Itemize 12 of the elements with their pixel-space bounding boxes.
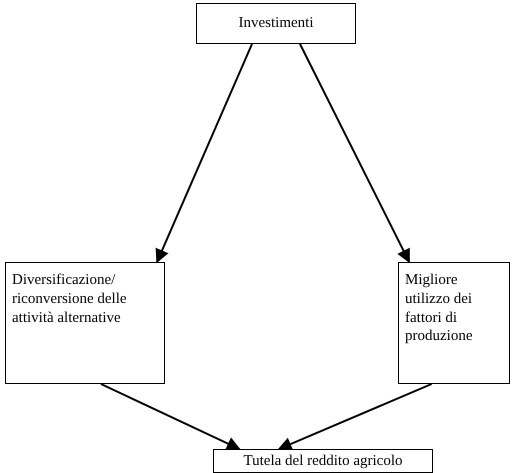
- arrow: [100, 383, 241, 450]
- arrow: [278, 383, 432, 450]
- box-text: Diversificazione/ riconversione delle attività alternative: [12, 271, 128, 328]
- arrow: [156, 44, 253, 264]
- process-box: [398, 262, 510, 384]
- process-box: [5, 262, 165, 384]
- box-text: Tutela del reddito agricolo: [242, 452, 404, 471]
- arrow: [299, 44, 410, 264]
- process-box: [196, 3, 356, 44]
- process-box: [213, 449, 433, 473]
- box-text: Investimenti: [238, 14, 314, 33]
- box-text: Migliore utilizzo dei fattori di produzione: [405, 271, 474, 346]
